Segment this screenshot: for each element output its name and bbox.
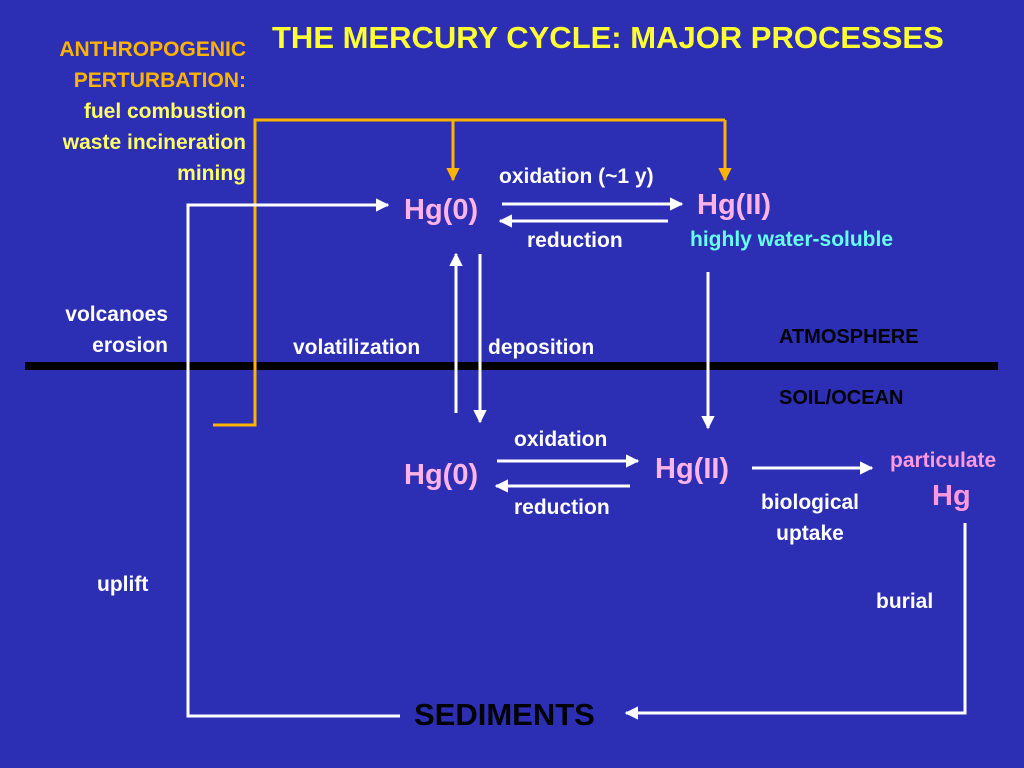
- atm-oxidation-label: oxidation (~1 y): [499, 165, 654, 188]
- hg2-water-soluble-note: highly water-soluble: [690, 228, 894, 251]
- surface-hg0-label: Hg(0): [404, 459, 479, 491]
- surface-reduction-label: reduction: [514, 496, 610, 519]
- sediments-label: SEDIMENTS: [414, 697, 595, 732]
- biological-uptake-label: biological uptake: [761, 487, 859, 549]
- erosion-label: erosion: [92, 334, 168, 357]
- burial-label: burial: [876, 590, 934, 613]
- biological-uptake-line2: uptake: [776, 522, 844, 545]
- atm-hg0-label: Hg(0): [404, 194, 479, 226]
- page-title: THE MERCURY CYCLE: MAJOR PROCESSES: [272, 20, 944, 55]
- anthropogenic-source: mining: [177, 162, 246, 185]
- burial-path: [624, 523, 967, 720]
- biological-uptake-line1: biological: [761, 491, 860, 514]
- atmosphere-layer-label: ATMOSPHERE: [779, 326, 919, 348]
- anthropogenic-source: waste incineration: [62, 131, 246, 154]
- particulate-label: particulate: [890, 449, 997, 472]
- uplift-path: [186, 198, 400, 718]
- anthropogenic-sources: ANTHROPOGENIC PERTURBATION: fuel combust…: [59, 34, 246, 189]
- uplift-label: uplift: [97, 573, 149, 596]
- volatilization-label: volatilization: [293, 336, 421, 359]
- anthropogenic-source: fuel combustion: [83, 100, 246, 123]
- surface-oxidation-label: oxidation: [514, 428, 608, 451]
- deposition-label: deposition: [488, 336, 595, 359]
- surface-hg2-label: Hg(II): [655, 453, 730, 485]
- anthropogenic-heading-line1: ANTHROPOGENIC: [59, 38, 246, 61]
- anthropogenic-heading-line2: PERTURBATION:: [73, 69, 246, 92]
- particulate-hg-label: Hg: [932, 480, 971, 512]
- natural-sources-label: volcanoes erosion: [65, 299, 168, 361]
- volcanoes-label: volcanoes: [65, 303, 168, 326]
- anthropogenic-emission-path: [213, 118, 725, 427]
- soil-ocean-layer-label: SOIL/OCEAN: [779, 387, 904, 409]
- atm-reduction-label: reduction: [527, 229, 623, 252]
- atm-hg2-label: Hg(II): [697, 189, 772, 221]
